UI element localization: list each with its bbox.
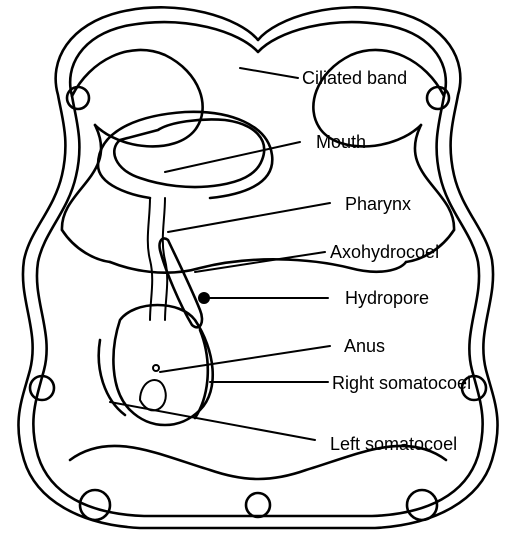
label-ciliated-band: Ciliated band	[302, 68, 407, 88]
label-right-somatocoel: Right somatocoel	[332, 373, 471, 393]
leader-anus	[160, 346, 330, 372]
gut	[113, 198, 212, 425]
leader-left-somatocoel	[110, 402, 315, 440]
label-hydropore: Hydropore	[345, 288, 429, 308]
label-left-somatocoel: Left somatocoel	[330, 434, 457, 454]
posterior-lobes	[70, 446, 446, 520]
label-axohydrocoel: Axohydrocoel	[330, 242, 439, 262]
leader-pharynx	[168, 203, 330, 232]
label-mouth: Mouth	[316, 132, 366, 152]
label-anus: Anus	[344, 336, 385, 356]
leader-mouth	[165, 142, 300, 172]
leader-ciliated-band	[240, 68, 298, 78]
labels: Ciliated band Mouth Pharynx Axohydrocoel…	[302, 68, 471, 454]
leader-lines	[110, 68, 330, 440]
label-pharynx: Pharynx	[345, 194, 411, 214]
